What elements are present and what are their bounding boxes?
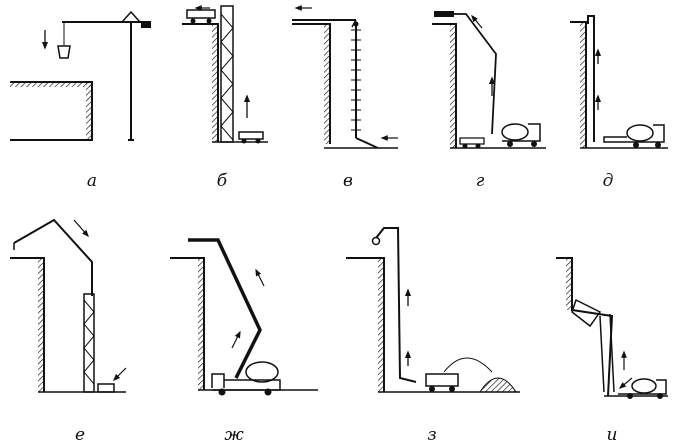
panel-label-d: д: [603, 171, 614, 191]
panel-a-tower-crane: [10, 10, 151, 141]
panel-label-a: а: [87, 171, 97, 191]
panel-e-mast-boom-pump: [10, 218, 127, 393]
panel-label-z: з: [427, 425, 436, 445]
panel-d-mixer-truck: [603, 124, 665, 148]
panel-zh-truck-boom-pump: [170, 238, 318, 396]
panel-g-pump-trailer: [459, 137, 485, 149]
panel-label-g: г: [476, 171, 485, 191]
panel-d-vertical-pipeline: [570, 15, 668, 149]
panel-label-e: е: [75, 425, 85, 445]
panel-label-i: и: [607, 425, 618, 445]
panel-label-b: б: [217, 171, 228, 191]
panel-i-inclined-chute: [556, 257, 668, 399]
panel-label-zh: ж: [224, 425, 244, 445]
panel-z-pneumatic-blower: [346, 227, 520, 393]
panel-b-lattice-hoist: [182, 5, 268, 144]
panel-g-mixer-truck: [501, 123, 541, 147]
panel-v-belt-conveyor: [292, 5, 398, 149]
panel-i-mixer-truck: [618, 378, 667, 399]
panel-g-concrete-pump-pipeline: [432, 11, 546, 149]
panel-label-v: в: [343, 171, 353, 191]
